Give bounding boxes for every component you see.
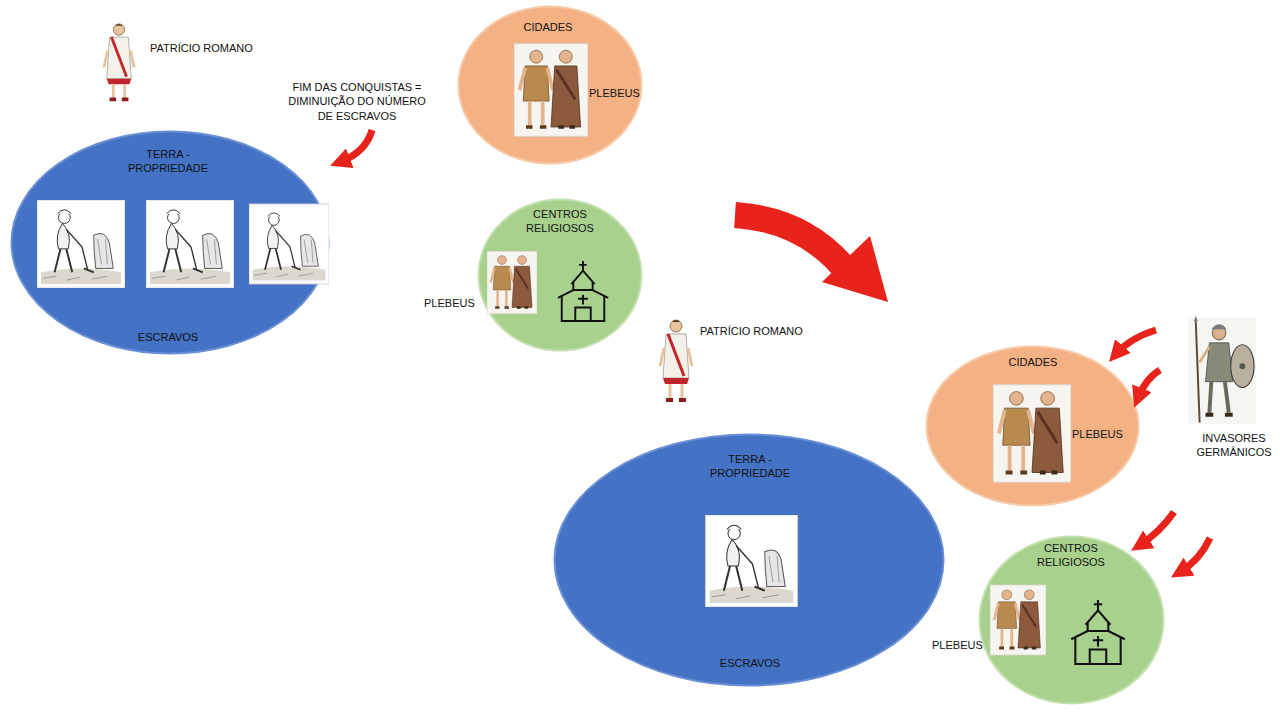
node-caption: PLEBEUS [589,86,641,100]
figure-label: INVASORES GERMÂNICOS [1192,431,1276,460]
ellipse-outline [477,198,643,352]
ellipse-node: CENTROS RELIGIOSOSPLEBEUS [477,198,643,352]
ellipse-node: CENTROS RELIGIOSOSPLEBEUS [978,535,1165,705]
node-caption: PLEBEUS [932,638,988,652]
ellipse-node: TERRA - PROPRIEDADE ESCRAVOS [10,130,330,355]
node-heading: CIDADES [985,355,1081,369]
ellipse-node: CIDADES PLEBEUS [457,5,643,165]
callout-note: FIM DAS CONQUISTAS = DIMINUIÇÃO DO NÚMER… [282,80,432,123]
figure-label: PATRÍCIO ROMANO [700,324,830,338]
ellipse-outline [925,345,1140,507]
node-caption: PLEBEUS [1072,427,1130,441]
node-heading: TERRA - PROPRIEDADE [700,452,800,481]
node-caption: PLEBEUS [424,296,480,310]
node-heading: CENTROS RELIGIOSOS [512,207,608,236]
node-caption: ESCRAVOS [118,330,218,344]
node-heading: CENTROS RELIGIOSOS [1023,541,1119,570]
node-heading: TERRA - PROPRIEDADE [118,147,218,176]
node-heading: CIDADES [500,20,596,34]
ellipse-node: CIDADES PLEBEUS [925,345,1140,507]
node-caption: ESCRAVOS [700,656,800,670]
figure-label: PATRÍCIO ROMANO [150,41,280,55]
ellipse-node: TERRA - PROPRIEDADE ESCRAVOS [553,433,945,687]
